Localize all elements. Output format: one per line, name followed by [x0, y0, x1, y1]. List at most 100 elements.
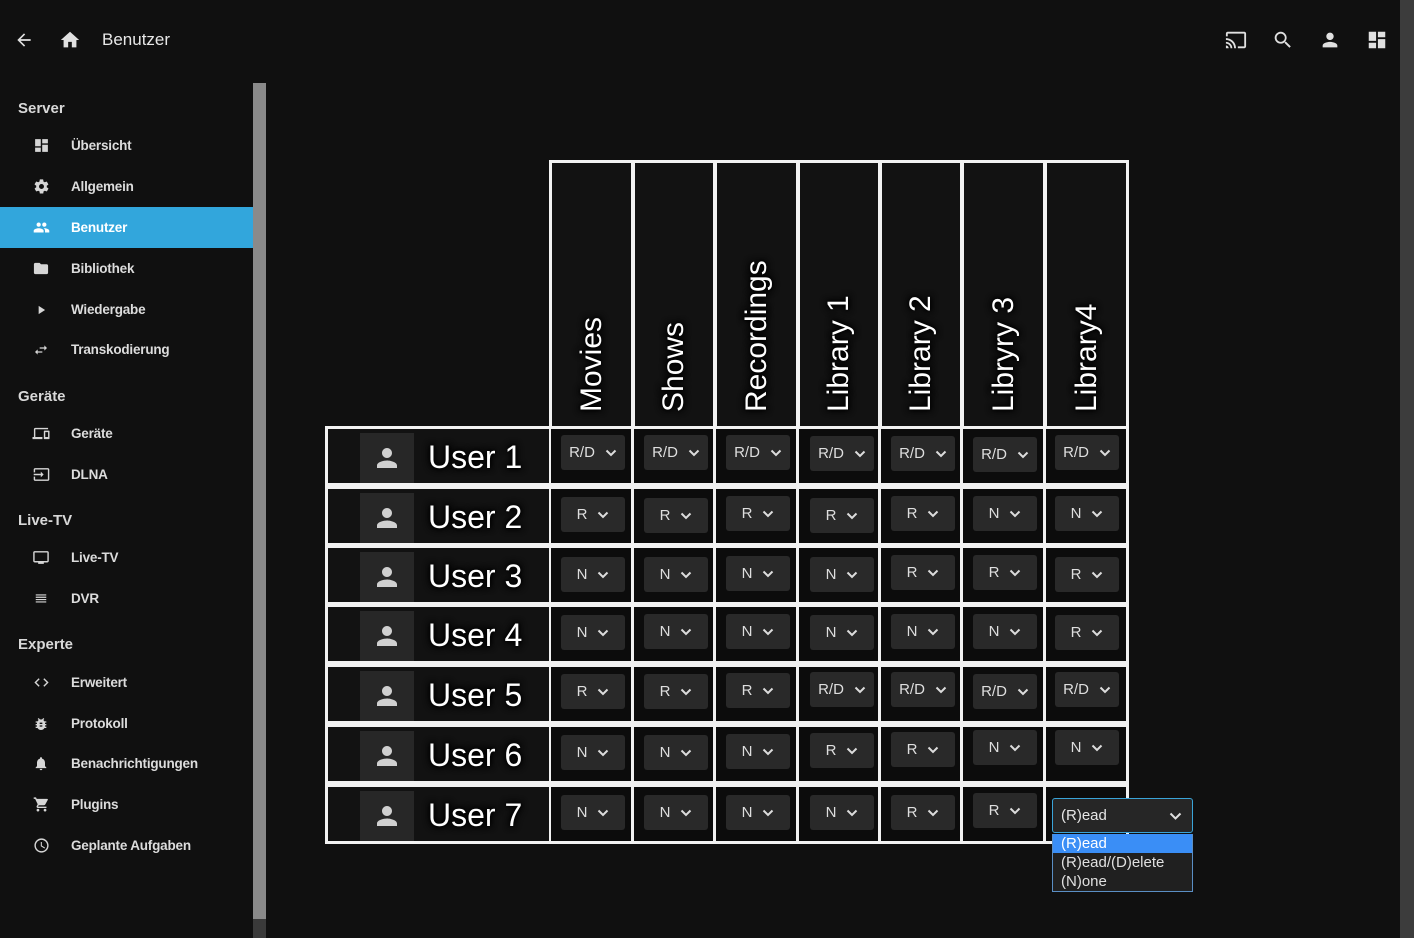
sidebar-item-label: Geräte: [71, 426, 113, 441]
chevron-down-icon: [763, 628, 774, 635]
permission-select[interactable]: N: [891, 614, 955, 649]
user-row-header: User 1: [325, 426, 552, 486]
permission-select[interactable]: R/D: [1055, 435, 1119, 470]
permission-select[interactable]: N: [810, 557, 874, 592]
permission-select[interactable]: R/D: [561, 435, 625, 470]
section-title-experte: Experte: [18, 636, 74, 653]
permission-select[interactable]: N: [561, 615, 625, 650]
permission-select[interactable]: R: [891, 732, 955, 767]
sidebar-item-bibliothek[interactable]: Bibliothek: [0, 248, 253, 289]
permission-select[interactable]: R/D: [891, 436, 955, 471]
permission-select[interactable]: N: [1055, 730, 1119, 765]
permission-select[interactable]: R/D: [726, 435, 790, 470]
sidebar-item-benachrichtigungen[interactable]: Benachrichtigungen: [0, 743, 253, 784]
select-value: N: [659, 623, 671, 640]
sidebar-item-uebersicht[interactable]: Übersicht: [0, 125, 253, 166]
permission-select[interactable]: R: [891, 795, 955, 830]
permission-select[interactable]: N: [726, 795, 790, 830]
sidebar-item-livetv[interactable]: Live-TV: [0, 537, 253, 578]
home-button[interactable]: [58, 28, 82, 52]
sidebar-item-transkodierung[interactable]: Transkodierung: [0, 329, 253, 370]
column-header-label: Libryry 3: [986, 296, 1020, 412]
user-menu-button[interactable]: [1318, 28, 1342, 52]
chevron-down-icon: [598, 688, 609, 695]
permission-select-open[interactable]: (R)ead: [1052, 798, 1193, 833]
sidebar-item-dlna[interactable]: DLNA: [0, 454, 253, 495]
permission-select[interactable]: R/D: [644, 435, 708, 470]
permission-select[interactable]: R: [810, 498, 874, 533]
play-icon: [30, 299, 52, 321]
dropdown-option-read[interactable]: (R)ead: [1053, 834, 1192, 853]
permission-select[interactable]: R: [891, 496, 955, 531]
permission-select[interactable]: R: [561, 674, 625, 709]
permission-select[interactable]: R: [973, 555, 1037, 590]
permission-select[interactable]: R: [726, 673, 790, 708]
user-icon: [377, 448, 397, 468]
permission-select[interactable]: R/D: [1055, 672, 1119, 707]
permission-select[interactable]: R: [561, 497, 625, 532]
sidebar-item-erweitert[interactable]: Erweitert: [0, 662, 253, 703]
page-scrollbar[interactable]: [1400, 0, 1414, 938]
search-button[interactable]: [1271, 28, 1295, 52]
permission-select[interactable]: R: [810, 733, 874, 768]
permission-select[interactable]: N: [810, 615, 874, 650]
cast-button[interactable]: [1224, 28, 1248, 52]
dropdown-option-none[interactable]: (N)one: [1061, 873, 1107, 890]
dropdown-option-read-delete[interactable]: (R)ead/(D)elete: [1061, 854, 1165, 871]
dashboard-button[interactable]: [1365, 28, 1389, 52]
sidebar-item-dvr[interactable]: DVR: [0, 578, 253, 619]
permission-select[interactable]: R: [726, 496, 790, 531]
permission-select[interactable]: R/D: [810, 436, 874, 471]
column-header-label: Library4: [1069, 303, 1103, 412]
permission-select[interactable]: R: [644, 498, 708, 533]
sidebar-item-label: Transkodierung: [71, 342, 170, 357]
permission-cell: N: [961, 724, 1046, 784]
user-name: User 6: [428, 737, 523, 773]
permission-select[interactable]: N: [1055, 496, 1119, 531]
permission-select[interactable]: N: [973, 730, 1037, 765]
permission-select[interactable]: N: [973, 496, 1037, 531]
permission-cell: N: [632, 724, 716, 784]
permission-select[interactable]: R/D: [810, 672, 874, 707]
permission-cell: R/D: [714, 426, 799, 486]
permission-cell: N: [714, 724, 799, 784]
permission-select[interactable]: R: [1055, 557, 1119, 592]
permission-select[interactable]: R/D: [973, 674, 1037, 709]
sidebar-item-geplante-aufgaben[interactable]: Geplante Aufgaben: [0, 825, 253, 866]
permission-select[interactable]: N: [561, 557, 625, 592]
user-icon: [1322, 32, 1338, 48]
chevron-down-icon: [1010, 569, 1021, 576]
permission-select[interactable]: R: [1055, 615, 1119, 650]
permission-select[interactable]: R/D: [973, 437, 1037, 472]
permission-select[interactable]: R: [644, 674, 708, 709]
permission-select[interactable]: R: [891, 555, 955, 590]
sidebar-item-wiedergabe[interactable]: Wiedergabe: [0, 289, 253, 330]
permission-select[interactable]: N: [726, 614, 790, 649]
permission-select[interactable]: N: [644, 614, 708, 649]
chevron-down-icon: [763, 748, 774, 755]
sidebar-item-benutzer[interactable]: Benutzer: [0, 207, 253, 248]
sidebar-item-plugins[interactable]: Plugins: [0, 784, 253, 825]
sidebar-scrollbar-track[interactable]: [253, 919, 266, 938]
chevron-down-icon: [1099, 686, 1111, 693]
permission-select[interactable]: N: [644, 735, 708, 770]
sidebar-item-geraete[interactable]: Geräte: [0, 413, 253, 454]
permission-select[interactable]: N: [561, 795, 625, 830]
permission-select[interactable]: N: [644, 795, 708, 830]
select-value: N: [741, 743, 753, 760]
permission-select[interactable]: N: [726, 556, 790, 591]
chevron-down-icon: [770, 449, 782, 456]
permission-select[interactable]: R: [973, 793, 1037, 828]
permission-select[interactable]: N: [561, 735, 625, 770]
permission-select[interactable]: N: [973, 614, 1037, 649]
back-button[interactable]: [12, 28, 36, 52]
permission-select[interactable]: R/D: [891, 672, 955, 707]
permission-select[interactable]: N: [810, 795, 874, 830]
sidebar-item-allgemein[interactable]: Allgemein: [0, 166, 253, 207]
permission-cell: N: [632, 784, 716, 844]
chevron-down-icon: [847, 629, 858, 636]
permission-select[interactable]: N: [644, 557, 708, 592]
sidebar-item-protokoll[interactable]: Protokoll: [0, 703, 253, 744]
sidebar-scrollbar-thumb[interactable]: [253, 83, 266, 919]
permission-select[interactable]: N: [726, 734, 790, 769]
